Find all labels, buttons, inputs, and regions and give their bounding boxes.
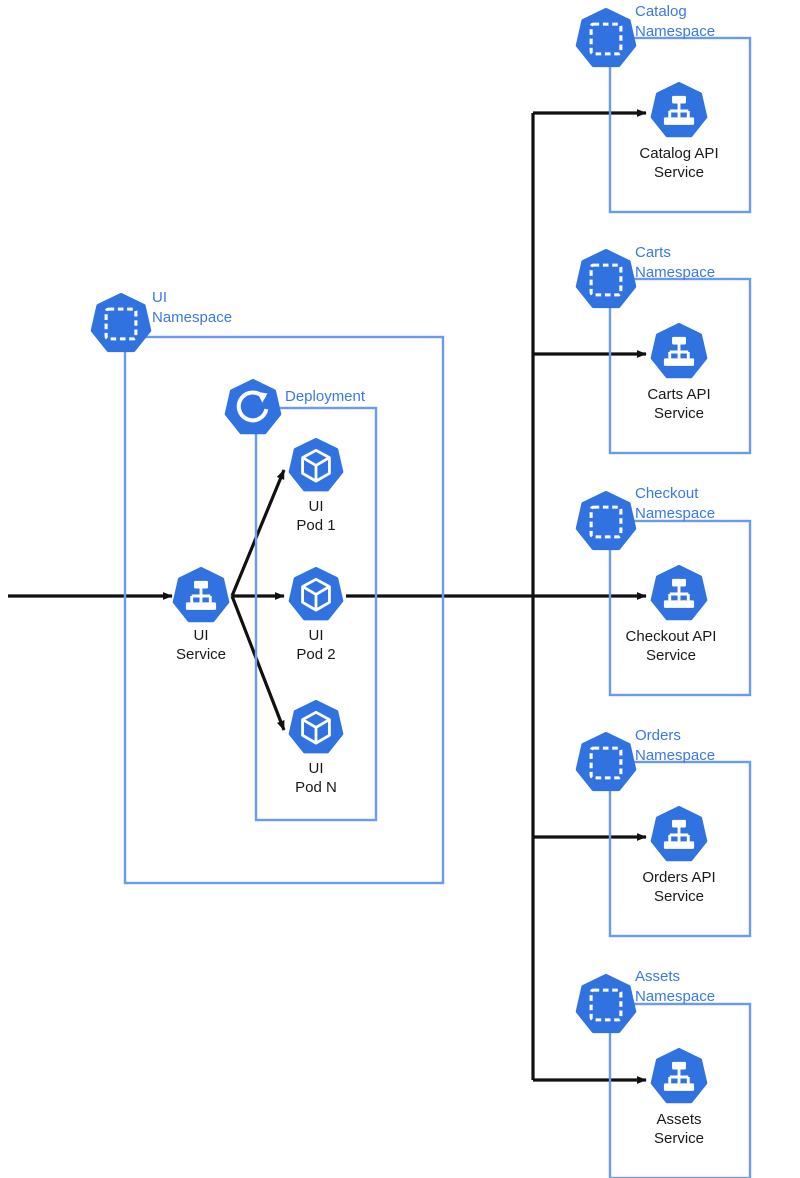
service-label-2: Checkout API Service [625,628,717,664]
namespace-label-1: Carts Namespace [635,244,716,281]
ui-pod-icon-2[interactable] [288,567,344,623]
service-icon-1[interactable] [650,323,708,381]
service-icon [650,1048,708,1104]
ui-pod-label-2: UI Pod 2 [296,627,336,663]
namespace-icon-2[interactable] [575,491,637,553]
service-to-pod-1 [230,469,286,597]
namespace-icon-1[interactable] [575,249,637,311]
deployment-icon[interactable] [224,379,282,437]
namespace-icon-3[interactable] [575,732,637,794]
namespace-box-1 [608,277,752,455]
pod-icon [288,700,344,754]
service-to-pod-n [230,595,286,731]
service-label-3: Orders API Service [642,869,716,905]
namespace-box-4 [608,1002,752,1178]
namespace-box-2 [608,519,752,697]
service-label-1: Carts API Service [647,386,711,422]
namespace-icon [575,8,637,68]
ui-pod-icon-1[interactable] [288,438,344,494]
deployment-box [254,406,378,822]
ui-namespace-icon[interactable] [90,293,152,355]
namespace-icon [575,249,637,309]
service-icon [172,567,230,623]
service-icon [650,82,708,138]
ui-namespace-box [123,335,445,885]
service-icon-2[interactable] [650,565,708,623]
namespace-label-2: Checkout Namespace [635,485,716,522]
ui-service-label: UI Service [175,627,227,663]
ui-pod-icon-3[interactable] [288,700,344,756]
ui-namespace-label: UI Namespace [152,289,233,326]
service-icon-3[interactable] [650,806,708,864]
service-icon [650,806,708,862]
namespace-label-3: Orders Namespace [635,727,716,764]
namespace-icon [90,293,152,353]
namespace-icon-4[interactable] [575,974,637,1036]
namespace-icon-0[interactable] [575,8,637,70]
service-icon [650,565,708,621]
namespace-box-3 [608,760,752,938]
deployment-icon [224,379,282,435]
namespace-icon [575,974,637,1034]
ui-service-icon[interactable] [172,567,230,625]
deployment-label: Deployment [285,388,366,405]
service-icon-4[interactable] [650,1048,708,1106]
service-label-0: Catalog API Service [639,145,719,181]
namespace-icon [575,491,637,551]
service-icon-0[interactable] [650,82,708,140]
service-icon [650,323,708,379]
namespace-icon [575,732,637,792]
pod-icon [288,567,344,621]
service-label-4: Assets Service [653,1111,705,1147]
ui-pod-label-1: UI Pod 1 [296,498,336,534]
ui-pod-label-3: UI Pod N [295,760,337,796]
namespace-label-0: Catalog Namespace [635,3,716,40]
pod-icon [288,438,344,492]
namespace-box-0 [608,36,752,214]
namespace-label-4: Assets Namespace [635,968,716,1005]
